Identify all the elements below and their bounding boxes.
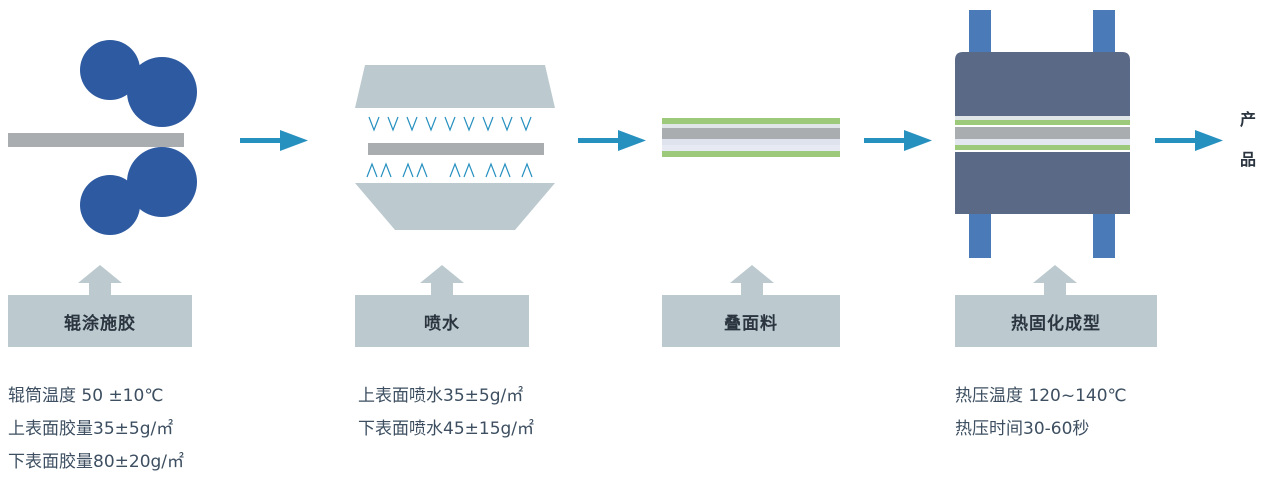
spray-nozzles-top — [368, 116, 532, 132]
roller-top-large — [127, 57, 197, 127]
spray-head-top — [355, 65, 555, 108]
water-spray-illustration — [355, 65, 555, 230]
param-press-time: 热压时间30-60秒 — [955, 419, 1090, 439]
fabric-layering-illustration — [662, 118, 840, 157]
up-arrow-1 — [78, 265, 122, 297]
press-plate-top — [955, 52, 1130, 116]
output-char-1: 产 — [1239, 110, 1256, 129]
param-top-spray-amount: 上表面喷水35±5g/㎡ — [358, 386, 524, 406]
flow-arrow-3 — [864, 130, 932, 151]
step-label-water-spray: 喷水 — [355, 295, 529, 347]
substrate-sheet — [662, 128, 840, 139]
up-arrow-2 — [420, 265, 464, 297]
param-bottom-spray-amount: 下表面喷水45±15g/㎡ — [358, 419, 535, 439]
up-arrow-4 — [1033, 265, 1077, 297]
roller-bottom-large — [127, 147, 197, 217]
substrate-sheet — [8, 133, 184, 147]
flow-arrow-1 — [240, 130, 308, 151]
output-char-2: 品 — [1239, 150, 1256, 169]
param-roller-temperature: 辊筒温度 50 ±10℃ — [8, 386, 164, 406]
step-label-fabric-layering: 叠面料 — [662, 295, 840, 347]
substrate-sheet — [955, 127, 1130, 139]
flow-arrow-4 — [1155, 130, 1223, 151]
press-post-bottom-left — [969, 210, 991, 258]
step-label-roller-gluing: 辊涂施胶 — [8, 295, 192, 347]
roller-bottom-small — [80, 175, 140, 235]
output-label: 产 品 — [1238, 100, 1258, 180]
spray-head-bottom — [355, 183, 555, 230]
up-arrow-3 — [730, 265, 774, 297]
fabric-layer-top — [955, 120, 1130, 125]
step-1-parameters: 辊筒温度 50 ±10℃ 上表面胶量35±5g/㎡ 下表面胶量80±20g/㎡ — [8, 380, 184, 479]
roller-top-small — [80, 40, 140, 100]
press-post-top-right — [1093, 10, 1115, 60]
param-press-temperature: 热压温度 120~140℃ — [955, 386, 1127, 406]
press-post-top-left — [969, 10, 991, 60]
param-bottom-glue-amount: 下表面胶量80±20g/㎡ — [8, 452, 185, 472]
hot-press-illustration — [955, 10, 1130, 258]
step-2-parameters: 上表面喷水35±5g/㎡ 下表面喷水45±15g/㎡ — [358, 380, 534, 446]
press-plate-bottom — [955, 152, 1130, 214]
flow-arrow-2 — [578, 130, 646, 151]
fabric-layer-bottom — [662, 151, 840, 157]
param-top-glue-amount: 上表面胶量35±5g/㎡ — [8, 419, 174, 439]
step-4-parameters: 热压温度 120~140℃ 热压时间30-60秒 — [955, 380, 1127, 446]
roller-coater-illustration — [8, 40, 197, 235]
fabric-layer-top — [662, 118, 840, 124]
step-label-hot-press: 热固化成型 — [955, 295, 1157, 347]
spray-nozzles-bottom — [366, 162, 533, 178]
fabric-layer-bottom — [955, 145, 1130, 150]
press-post-bottom-right — [1093, 210, 1115, 258]
substrate-sheet — [368, 143, 544, 155]
